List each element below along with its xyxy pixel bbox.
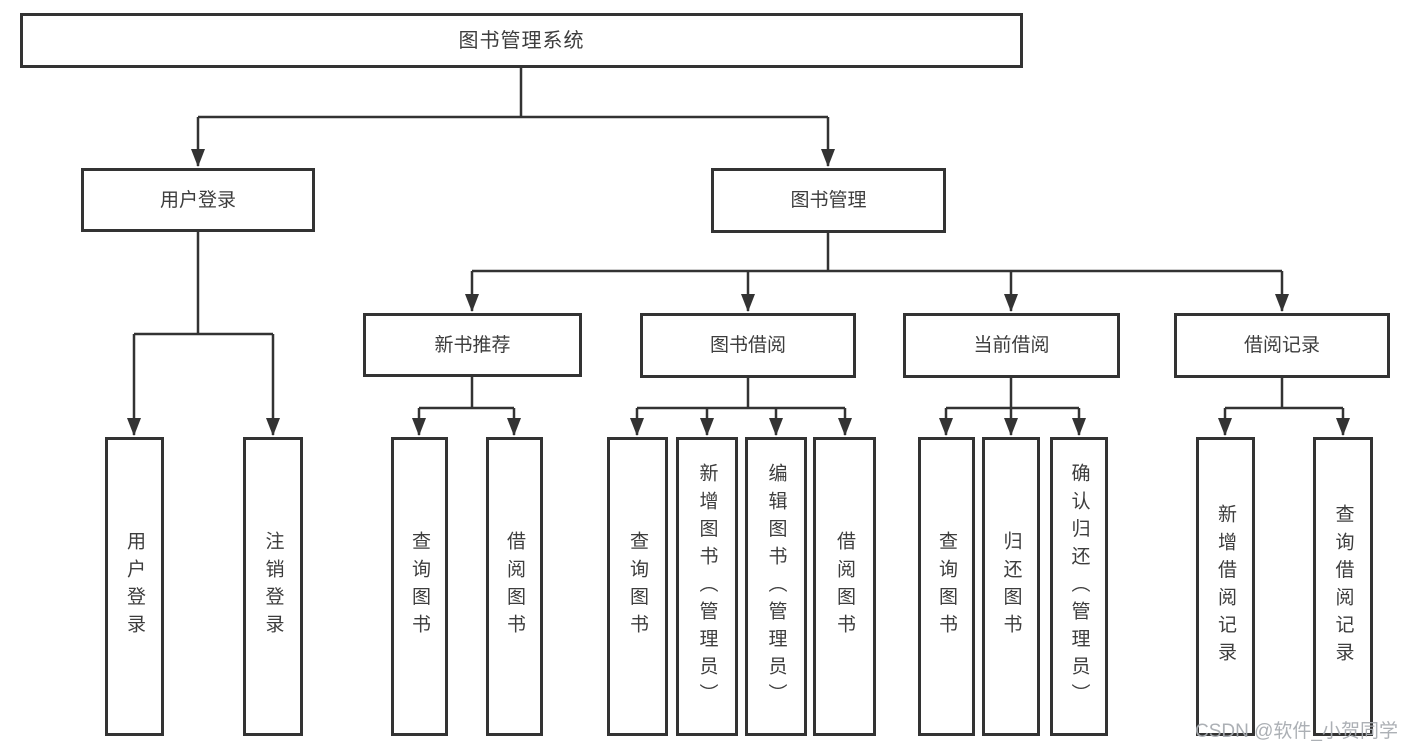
node-library-management-system: 图书管理系统 [20, 13, 1023, 68]
node-label: 借阅图书 [834, 531, 855, 642]
node-label: 查询图书 [409, 531, 430, 642]
node-label: 查询借阅记录 [1332, 503, 1354, 670]
leaf-confirm-return-admin: 确认归还（管理员） [1050, 437, 1108, 736]
node-label: 查询图书 [936, 531, 957, 642]
node-label: 借阅图书 [504, 531, 525, 642]
node-book-management: 图书管理 [711, 168, 946, 233]
node-label: 用户登录 [159, 189, 236, 211]
node-label: 当前借阅 [973, 335, 1050, 356]
csdn-watermark: CSDN @软件_小贺同学 [1195, 721, 1398, 742]
leaf-add-books-admin: 新增图书（管理员） [676, 437, 738, 736]
node-label: 确认归还（管理员） [1068, 462, 1090, 711]
leaf-query-books-under-book-borrowing: 查询图书 [607, 437, 668, 736]
leaf-query-books-under-new-book: 查询图书 [391, 437, 448, 736]
node-current-borrowing: 当前借阅 [903, 313, 1120, 378]
leaf-logout: 注销登录 [243, 437, 303, 736]
node-borrowing-records: 借阅记录 [1174, 313, 1390, 378]
node-label: 用户登录 [124, 531, 145, 642]
node-label: 图书管理系统 [458, 29, 585, 52]
node-label: 图书管理 [790, 190, 867, 211]
node-label: 编辑图书（管理员） [765, 462, 787, 711]
leaf-edit-books-admin: 编辑图书（管理员） [745, 437, 807, 736]
node-book-borrowing: 图书借阅 [640, 313, 856, 378]
node-user-login: 用户登录 [81, 168, 315, 232]
leaf-query-books-under-current-borrowing: 查询图书 [918, 437, 975, 736]
node-label: 借阅记录 [1243, 335, 1320, 356]
leaf-add-borrowing-record: 新增借阅记录 [1196, 437, 1255, 736]
node-new-book-recommendation: 新书推荐 [363, 313, 582, 377]
leaf-query-borrowing-record: 查询借阅记录 [1313, 437, 1373, 736]
leaf-borrow-books-under-new-book: 借阅图书 [486, 437, 543, 736]
node-label: 归还图书 [1000, 531, 1022, 642]
node-label: 查询图书 [627, 531, 648, 642]
node-label: 新增借阅记录 [1215, 503, 1236, 670]
leaf-return-books: 归还图书 [982, 437, 1040, 736]
leaf-user-login: 用户登录 [105, 437, 164, 736]
node-label: 注销登录 [262, 531, 284, 642]
node-label: 图书借阅 [709, 335, 786, 356]
leaf-borrow-books-under-book-borrowing: 借阅图书 [813, 437, 876, 736]
node-label: 新增图书（管理员） [696, 462, 718, 711]
node-label: 新书推荐 [434, 334, 511, 356]
